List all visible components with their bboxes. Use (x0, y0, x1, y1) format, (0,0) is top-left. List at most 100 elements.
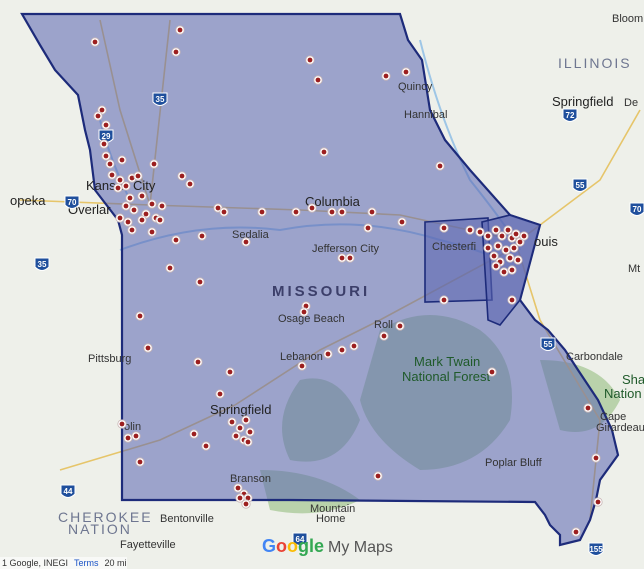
location-marker[interactable] (155, 215, 165, 225)
location-marker[interactable] (135, 311, 145, 321)
location-markers[interactable] (90, 25, 603, 537)
location-marker[interactable] (115, 213, 125, 223)
location-marker[interactable] (503, 225, 513, 235)
location-marker[interactable] (123, 217, 133, 227)
location-marker[interactable] (297, 361, 307, 371)
location-marker[interactable] (257, 207, 267, 217)
location-marker[interactable] (337, 253, 347, 263)
location-marker[interactable] (137, 215, 147, 225)
location-marker[interactable] (327, 207, 337, 217)
location-marker[interactable] (493, 241, 503, 251)
location-marker[interactable] (137, 191, 147, 201)
location-marker[interactable] (593, 497, 603, 507)
location-marker[interactable] (475, 227, 485, 237)
location-marker[interactable] (465, 225, 475, 235)
location-marker[interactable] (305, 55, 315, 65)
location-marker[interactable] (177, 171, 187, 181)
location-marker[interactable] (123, 433, 133, 443)
location-marker[interactable] (225, 367, 235, 377)
location-marker[interactable] (105, 159, 115, 169)
location-marker[interactable] (165, 263, 175, 273)
location-marker[interactable] (243, 437, 253, 447)
missouri-region[interactable] (20, 12, 620, 547)
location-marker[interactable] (505, 253, 515, 263)
location-marker[interactable] (121, 181, 131, 191)
location-marker[interactable] (193, 357, 203, 367)
location-marker[interactable] (435, 161, 445, 171)
location-marker[interactable] (497, 231, 507, 241)
location-marker[interactable] (135, 457, 145, 467)
location-marker[interactable] (373, 471, 383, 481)
location-marker[interactable] (107, 170, 117, 180)
location-marker[interactable] (319, 147, 329, 157)
location-marker[interactable] (489, 251, 499, 261)
location-marker[interactable] (101, 120, 111, 130)
location-marker[interactable] (491, 261, 501, 271)
location-marker[interactable] (133, 171, 143, 181)
location-marker[interactable] (491, 225, 501, 235)
location-marker[interactable] (591, 453, 601, 463)
location-marker[interactable] (307, 203, 317, 213)
location-marker[interactable] (507, 265, 517, 275)
location-marker[interactable] (499, 267, 509, 277)
location-marker[interactable] (147, 227, 157, 237)
location-marker[interactable] (189, 429, 199, 439)
location-marker[interactable] (323, 349, 333, 359)
location-marker[interactable] (195, 277, 205, 287)
location-marker[interactable] (171, 47, 181, 57)
location-marker[interactable] (337, 207, 347, 217)
location-marker[interactable] (379, 331, 389, 341)
location-marker[interactable] (215, 389, 225, 399)
location-marker[interactable] (121, 201, 131, 211)
location-marker[interactable] (245, 427, 255, 437)
location-marker[interactable] (129, 205, 139, 215)
location-marker[interactable] (147, 199, 157, 209)
location-marker[interactable] (127, 225, 137, 235)
location-marker[interactable] (235, 423, 245, 433)
location-marker[interactable] (117, 419, 127, 429)
location-marker[interactable] (439, 223, 449, 233)
location-marker[interactable] (511, 229, 521, 239)
location-marker[interactable] (291, 207, 301, 217)
location-marker[interactable] (233, 483, 243, 493)
location-marker[interactable] (235, 493, 245, 503)
location-marker[interactable] (117, 155, 127, 165)
location-marker[interactable] (395, 321, 405, 331)
location-marker[interactable] (231, 431, 241, 441)
location-marker[interactable] (93, 111, 103, 121)
location-marker[interactable] (487, 367, 497, 377)
location-marker[interactable] (113, 183, 123, 193)
location-marker[interactable] (185, 179, 195, 189)
location-marker[interactable] (501, 245, 511, 255)
location-marker[interactable] (337, 345, 347, 355)
location-marker[interactable] (507, 295, 517, 305)
location-marker[interactable] (101, 151, 111, 161)
location-marker[interactable] (401, 67, 411, 77)
location-marker[interactable] (313, 75, 323, 85)
location-marker[interactable] (571, 527, 581, 537)
location-marker[interactable] (509, 243, 519, 253)
location-marker[interactable] (363, 223, 373, 233)
location-marker[interactable] (241, 499, 251, 509)
location-marker[interactable] (201, 441, 211, 451)
location-marker[interactable] (197, 231, 207, 241)
location-marker[interactable] (397, 217, 407, 227)
location-marker[interactable] (99, 139, 109, 149)
location-marker[interactable] (381, 71, 391, 81)
location-marker[interactable] (349, 341, 359, 351)
location-marker[interactable] (299, 307, 309, 317)
location-marker[interactable] (131, 431, 141, 441)
location-marker[interactable] (241, 237, 251, 247)
location-marker[interactable] (157, 201, 167, 211)
location-marker[interactable] (90, 37, 100, 47)
location-marker[interactable] (171, 235, 181, 245)
location-marker[interactable] (149, 159, 159, 169)
location-marker[interactable] (583, 403, 593, 413)
location-marker[interactable] (439, 295, 449, 305)
location-marker[interactable] (227, 417, 237, 427)
location-marker[interactable] (483, 231, 493, 241)
location-marker[interactable] (125, 193, 135, 203)
location-marker[interactable] (367, 207, 377, 217)
location-marker[interactable] (143, 343, 153, 353)
